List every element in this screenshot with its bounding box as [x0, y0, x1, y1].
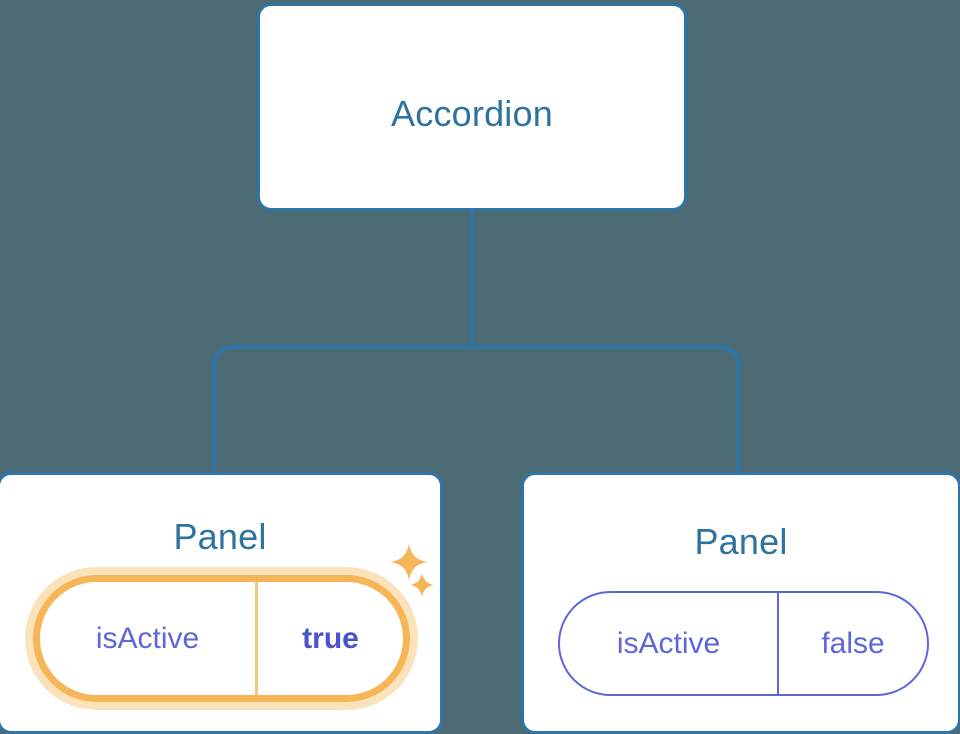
connector-branch-bar [212, 345, 740, 472]
node-panel-right[interactable]: Panel isActive false [521, 472, 960, 734]
node-accordion-title: Accordion [391, 93, 553, 134]
prop-pill-is-active-false[interactable]: isActive false [558, 591, 929, 696]
node-panel-left-title: Panel [173, 516, 267, 557]
node-accordion[interactable]: Accordion [257, 3, 687, 211]
sparkle-small-icon [410, 573, 434, 597]
sparkle-large-icon [390, 543, 428, 581]
prop-key-is-active: isActive [560, 593, 779, 694]
prop-value-false: false [821, 626, 885, 660]
prop-key-is-active: isActive [40, 582, 258, 695]
node-panel-left[interactable]: Panel isActive true [0, 472, 443, 734]
prop-value-true: true [302, 621, 359, 655]
prop-pill-left-wrapper: isActive true [25, 567, 418, 710]
prop-pill-is-active-true[interactable]: isActive true [33, 575, 410, 702]
node-panel-right-title: Panel [694, 521, 788, 562]
